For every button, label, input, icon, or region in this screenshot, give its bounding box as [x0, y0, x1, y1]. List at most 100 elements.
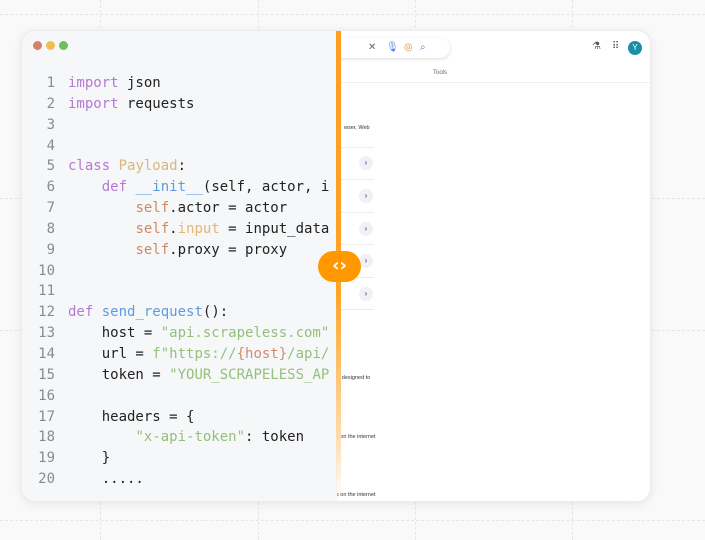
result-snippet: wser, Web — [344, 125, 370, 131]
code-text: } — [68, 448, 110, 469]
code-token — [93, 304, 101, 320]
line-number: 12 — [38, 304, 55, 321]
code-token — [68, 221, 135, 237]
result-snippet: s on the internet — [336, 492, 376, 498]
code-text: self.proxy = proxy — [68, 240, 287, 261]
line-number: 15 — [38, 366, 55, 383]
lens-icon[interactable]: ◎ — [404, 42, 413, 53]
code-token: "x-api-token" — [135, 429, 246, 446]
expand-chevron-icon[interactable]: › — [359, 156, 373, 170]
close-dot[interactable] — [33, 41, 42, 50]
code-token: } — [68, 450, 111, 467]
line-number: 18 — [38, 429, 55, 446]
code-token: token = — [68, 366, 170, 383]
code-token: __init__ — [135, 179, 203, 196]
search-bar[interactable]: ✕ 🎙 ◎ ⌕ — [312, 38, 450, 58]
code-token — [68, 429, 135, 445]
code-text: self.actor = actor — [68, 198, 287, 219]
code-token: input — [177, 220, 220, 237]
divider — [322, 82, 650, 83]
search-icon[interactable]: ⌕ — [420, 42, 426, 53]
line-number: 7 — [46, 200, 55, 217]
code-token: : — [177, 158, 187, 175]
code-token: self — [135, 200, 170, 217]
code-token: import — [68, 75, 119, 91]
code-token: : token — [245, 429, 305, 446]
browser-preview: ✕ 🎙 ◎ ⌕ ⚗ ⠿ Y Tools wser, Web › › › › › … — [22, 31, 650, 501]
code-text: self.input = input_data — [68, 219, 329, 240]
code-token: requests — [118, 95, 195, 112]
code-token: self — [135, 220, 170, 237]
line-number: 8 — [46, 220, 55, 237]
code-text: "x-api-token": token — [68, 427, 304, 448]
code-token: {host} — [236, 345, 288, 362]
code-token: Payload — [118, 158, 178, 175]
code-token: . — [169, 220, 178, 237]
code-token — [68, 242, 135, 258]
expand-chevron-icon[interactable]: › — [359, 222, 373, 236]
code-token: "api.scrapeless.com" — [160, 325, 330, 342]
code-token — [110, 158, 118, 174]
expand-chevron-icon[interactable]: › — [359, 287, 373, 301]
code-token: f"https:// — [152, 345, 237, 362]
line-number: 5 — [46, 158, 55, 175]
line-number: 10 — [38, 262, 55, 279]
code-token — [68, 200, 135, 216]
maximize-dot[interactable] — [59, 41, 68, 50]
code-text: headers = { — [68, 407, 195, 428]
code-text: import json — [68, 73, 161, 94]
line-number: 17 — [38, 408, 55, 425]
line-number: 14 — [38, 345, 55, 362]
code-token: .proxy = proxy — [169, 241, 288, 258]
code-text: host = "api.scrapeless.com" — [68, 323, 330, 344]
code-token: self — [135, 241, 170, 258]
code-token: .actor = actor — [169, 200, 288, 217]
expand-chevron-icon[interactable]: › — [359, 254, 373, 268]
line-number: 20 — [38, 471, 55, 488]
code-text: def send_request(): — [68, 302, 228, 323]
clear-icon[interactable]: ✕ — [368, 42, 377, 53]
line-number: 4 — [46, 137, 55, 154]
code-token: (): — [202, 304, 229, 321]
code-token: import — [68, 95, 119, 112]
line-number: 11 — [38, 283, 55, 300]
line-number: 16 — [38, 387, 55, 404]
code-token: headers = { — [68, 408, 195, 425]
line-number: 3 — [46, 116, 55, 133]
apps-grid-icon[interactable]: ⠿ — [612, 41, 620, 52]
code-token: def — [101, 179, 128, 196]
line-number: 2 — [46, 95, 55, 112]
code-text: import requests — [68, 94, 194, 115]
code-text: url = f"https://{host}/api/ — [68, 344, 330, 365]
code-token — [68, 179, 102, 195]
mic-icon[interactable]: 🎙 — [386, 42, 399, 53]
code-text: token = "YOUR_SCRAPELESS_AP — [68, 365, 330, 386]
code-token: json — [118, 75, 161, 91]
code-text: def __init__(self, actor, i — [68, 177, 330, 198]
code-token: "YOUR_SCRAPELESS_AP — [169, 366, 330, 383]
code-token: host = — [68, 325, 161, 342]
code-token: url = — [68, 345, 153, 362]
code-token: def — [68, 304, 94, 321]
code-brackets-icon[interactable]: ‹› — [318, 251, 361, 282]
line-number: 9 — [46, 241, 55, 258]
result-snippet: ul designed to — [336, 375, 371, 381]
comparison-card: ✕ 🎙 ◎ ⌕ ⚗ ⠿ Y Tools wser, Web › › › › › … — [21, 30, 651, 502]
avatar[interactable]: Y — [628, 41, 642, 55]
code-token: ..... — [68, 471, 144, 488]
tools-tab[interactable]: Tools — [433, 70, 448, 76]
code-text: ..... — [68, 469, 144, 490]
code-editor-panel: 1 import json 2 import requests 3 4 5 class Pay… — [22, 31, 337, 501]
line-number: 1 — [46, 75, 55, 91]
minimize-dot[interactable] — [46, 41, 55, 50]
code-token: = input_data — [219, 220, 330, 237]
expand-chevron-icon[interactable]: › — [359, 189, 373, 203]
code-token: /api/ — [287, 345, 330, 362]
code-token: class — [68, 158, 111, 175]
code-token: send_request — [101, 304, 203, 321]
labs-flask-icon[interactable]: ⚗ — [592, 41, 601, 52]
line-number: 13 — [38, 325, 55, 342]
code-text: class Payload: — [68, 156, 186, 177]
line-number: 19 — [38, 450, 55, 467]
result-snippet: s on the internet — [336, 434, 376, 440]
